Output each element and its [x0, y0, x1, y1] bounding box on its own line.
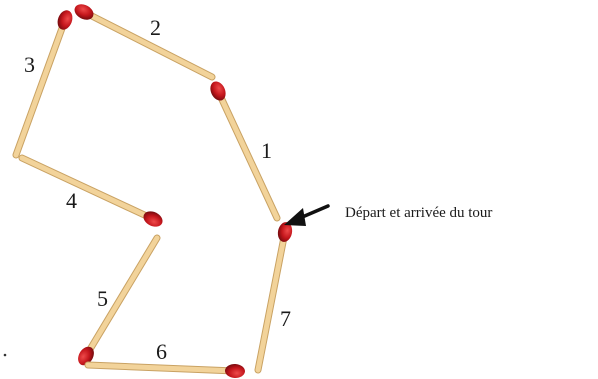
match-head [57, 10, 73, 30]
match-stick-body [85, 362, 238, 374]
match-head [143, 211, 163, 227]
matchstick-7 [254, 222, 293, 374]
match-label-1: 1 [261, 138, 272, 163]
match-stick-body [13, 17, 68, 158]
matchstick-4 [18, 154, 163, 227]
start-arrow-icon [284, 204, 330, 226]
match-label-3: 3 [24, 52, 35, 77]
matches-layer [12, 4, 293, 379]
match-head [74, 4, 94, 20]
match-label-2: 2 [150, 15, 161, 40]
match-stick-body [81, 9, 215, 80]
matchstick-5 [78, 234, 161, 366]
matchstick-1 [210, 81, 281, 222]
matchstick-3 [12, 10, 73, 159]
start-end-caption: Départ et arrivée du tour [345, 205, 492, 221]
match-label-4: 4 [66, 188, 77, 213]
match-label-5: 5 [97, 286, 108, 311]
match-stick-body [83, 235, 160, 359]
match-head [225, 363, 245, 379]
match-head [78, 346, 94, 366]
matchstick-2 [74, 4, 216, 81]
matchstick-6 [84, 361, 245, 379]
match-stick-body [255, 229, 288, 373]
match-label-6: 6 [156, 339, 167, 364]
match-stick-body [215, 88, 280, 221]
match-label-7: 7 [280, 306, 291, 331]
match-stick-body [19, 155, 156, 222]
match-head [277, 222, 293, 242]
stray-dot [3, 353, 7, 357]
match-head [210, 81, 226, 101]
